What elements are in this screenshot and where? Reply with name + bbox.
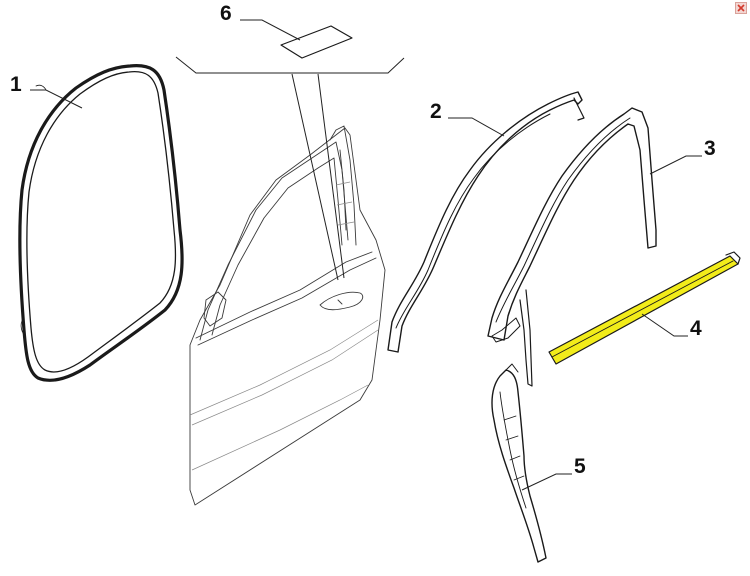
callout-4: 4 [690, 317, 702, 340]
leader-line-5 [521, 473, 572, 491]
close-icon [737, 4, 745, 12]
callout-2: 2 [430, 100, 442, 123]
pillar-cover-part-5[interactable] [491, 363, 547, 563]
belt-moulding-part-4[interactable] [548, 251, 741, 365]
door-seal-part-1[interactable] [18, 64, 184, 382]
callout-3: 3 [704, 137, 716, 160]
leader-line-6-door-b [317, 73, 345, 279]
pad-part-6[interactable] [280, 25, 353, 59]
leader-line-6-door-a [291, 73, 339, 281]
window-frame-part-3[interactable] [487, 107, 657, 387]
leader-line-3 [649, 155, 702, 175]
upper-trim-part-2[interactable] [387, 91, 585, 353]
callout-5: 5 [574, 455, 586, 478]
front-door-assembly [175, 56, 405, 506]
callout-1: 1 [10, 73, 22, 96]
leader-line-6 [240, 19, 301, 41]
callout-6: 6 [220, 2, 232, 25]
close-button[interactable] [735, 2, 747, 14]
door-bracket-line [175, 56, 405, 74]
leader-line-1 [30, 89, 83, 109]
leader-line-4 [641, 313, 688, 337]
leader-line-2 [448, 117, 505, 137]
callouts: 1 6 2 3 4 5 [10, 2, 716, 491]
